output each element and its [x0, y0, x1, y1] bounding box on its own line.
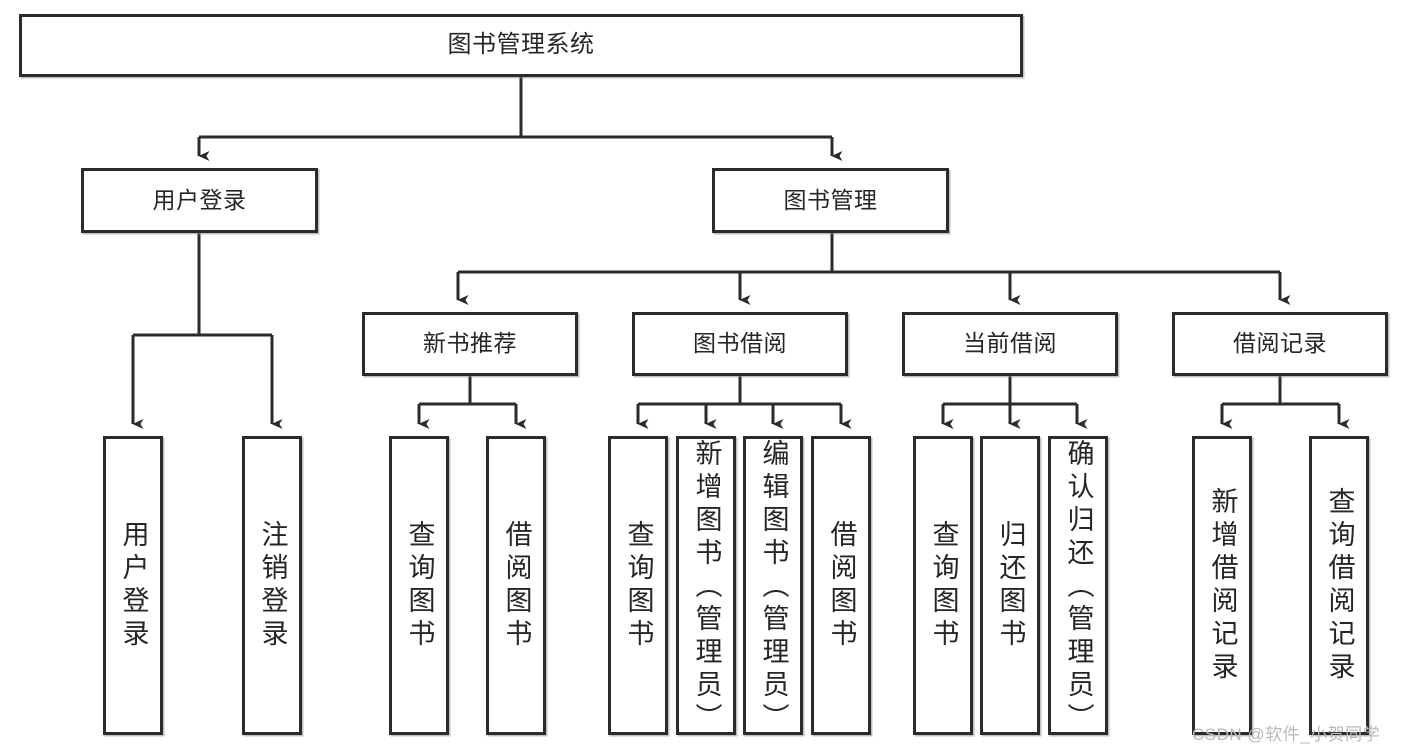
leaf-current-borrow-confirm-return[interactable]: 确认归还（管理员）	[1048, 436, 1108, 736]
node-label: 当前借阅	[963, 330, 1057, 357]
node-book-borrow[interactable]: 图书借阅	[632, 312, 848, 376]
node-label: 借阅记录	[1233, 330, 1327, 357]
node-new-book-recommend[interactable]: 新书推荐	[362, 312, 578, 376]
leaf-book-borrow-query[interactable]: 查询图书	[608, 436, 668, 735]
node-label: 用户登录	[152, 186, 247, 213]
leaf-borrow-record-query[interactable]: 查询借阅记录	[1309, 436, 1369, 735]
node-label: 借阅图书	[826, 519, 857, 652]
node-label: 图书管理	[783, 186, 878, 213]
leaf-book-borrow-borrow[interactable]: 借阅图书	[811, 436, 871, 735]
node-book-management[interactable]: 图书管理	[712, 168, 949, 233]
node-label: 用户登录	[118, 519, 149, 652]
leaf-borrow-record-add[interactable]: 新增借阅记录	[1192, 436, 1252, 735]
node-label: 注销登录	[257, 519, 288, 652]
node-label: 新书推荐	[423, 330, 517, 357]
node-label: 图书借阅	[693, 330, 787, 357]
node-label: 编辑图书（管理员）	[758, 439, 789, 736]
leaf-book-borrow-add[interactable]: 新增图书（管理员）	[676, 436, 736, 736]
node-label: 查询图书	[404, 519, 435, 652]
leaf-book-borrow-edit[interactable]: 编辑图书（管理员）	[743, 436, 803, 736]
node-label: 新增图书（管理员）	[691, 439, 722, 736]
node-user-login[interactable]: 用户登录	[81, 168, 318, 233]
node-root-book-management-system[interactable]: 图书管理系统	[19, 14, 1023, 77]
node-label: 新增借阅记录	[1207, 486, 1238, 685]
leaf-current-borrow-return[interactable]: 归还图书	[980, 436, 1040, 735]
node-label: 借阅图书	[501, 519, 532, 652]
node-label: 查询借阅记录	[1324, 486, 1355, 685]
node-label: 确认归还（管理员）	[1063, 439, 1094, 736]
leaf-user-login-logout[interactable]: 注销登录	[242, 436, 302, 735]
node-label: 归还图书	[995, 519, 1026, 652]
leaf-new-book-borrow[interactable]: 借阅图书	[486, 436, 546, 735]
node-current-borrow[interactable]: 当前借阅	[902, 312, 1118, 376]
node-borrow-record[interactable]: 借阅记录	[1172, 312, 1388, 376]
leaf-user-login-login[interactable]: 用户登录	[103, 436, 163, 735]
node-label: 图书管理系统	[447, 31, 595, 59]
node-label: 查询图书	[623, 519, 654, 652]
csdn-watermark: CSDN @软件_小贺同学	[1192, 725, 1381, 744]
leaf-new-book-query[interactable]: 查询图书	[389, 436, 449, 735]
node-label: 查询图书	[928, 519, 959, 652]
leaf-current-borrow-query[interactable]: 查询图书	[913, 436, 973, 735]
